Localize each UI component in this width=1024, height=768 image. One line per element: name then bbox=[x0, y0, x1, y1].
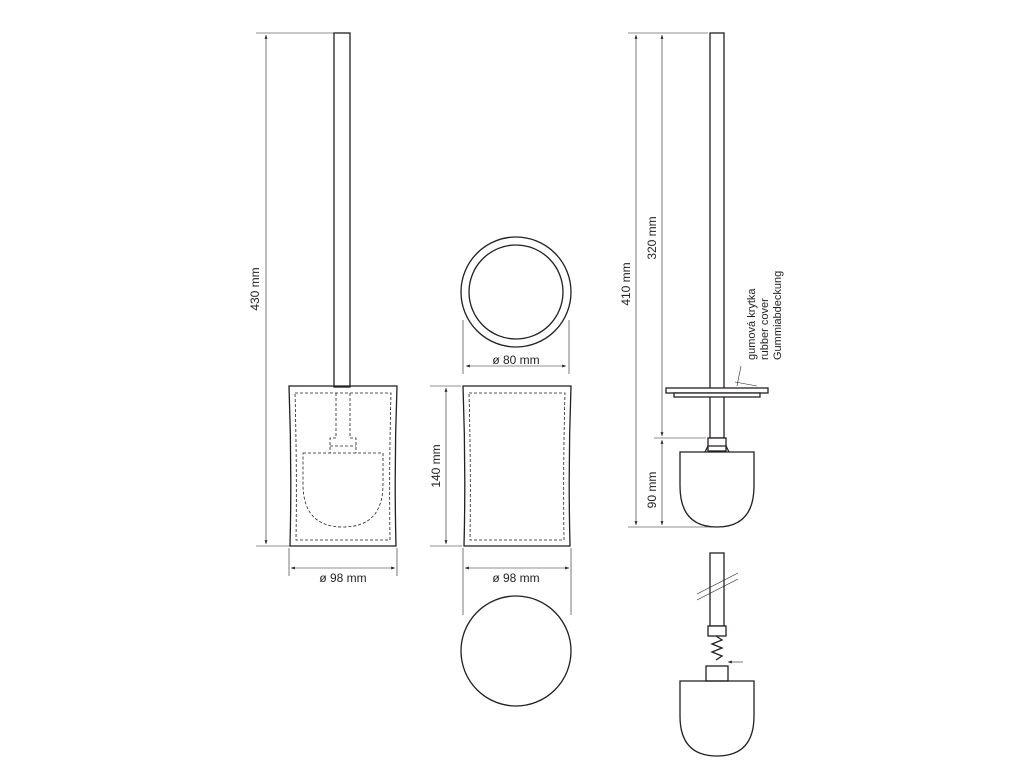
container-side-outline bbox=[462, 385, 572, 547]
detail-break-lines bbox=[696, 572, 739, 601]
brush-handle bbox=[709, 32, 725, 439]
container-height-label: 140 mm bbox=[429, 444, 443, 487]
brush-head-neck bbox=[704, 445, 730, 453]
container-top-outer-circle bbox=[460, 236, 572, 348]
front-width-label: ø 98 mm bbox=[319, 571, 366, 585]
top-diameter-label: ø 80 mm bbox=[492, 353, 539, 367]
rubber-cover-note-german: Gummiabdeckung bbox=[772, 271, 784, 360]
rubber-cover-note-czech: gumová krytka bbox=[746, 288, 758, 360]
detail-ferrule bbox=[707, 625, 727, 637]
front-container-outline bbox=[288, 385, 398, 547]
container-side-inner-wall bbox=[468, 392, 566, 541]
detail-brush-head bbox=[679, 680, 755, 757]
brush-view: 410 mm 320 mm 90 mm gumová krytka rubber… bbox=[619, 32, 784, 528]
bottom-diameter-label: ø 98 mm bbox=[492, 571, 539, 585]
exploded-detail bbox=[679, 552, 755, 757]
rubber-cover-top bbox=[665, 387, 769, 394]
front-view: 430 mm ø 98 mm bbox=[248, 32, 398, 585]
head-length-label: 90 mm bbox=[645, 472, 659, 509]
front-hidden-brush-head bbox=[302, 452, 384, 528]
container-bottom-circle bbox=[460, 595, 572, 707]
rubber-cover-leader-tip bbox=[736, 365, 742, 387]
brush-ferrule bbox=[707, 437, 727, 452]
container-top-inner-circle bbox=[468, 244, 564, 340]
front-container-inner-wall bbox=[294, 392, 392, 541]
detail-head-socket bbox=[705, 665, 729, 682]
total-length-label: 410 mm bbox=[619, 262, 633, 305]
front-hidden-brush-stem bbox=[329, 393, 357, 453]
handle-length-label: 320 mm bbox=[645, 216, 659, 259]
detail-screw-thread bbox=[710, 635, 724, 661]
front-height-label: 430 mm bbox=[248, 267, 262, 310]
brush-head bbox=[679, 451, 755, 528]
rubber-cover-note-english: rubber cover bbox=[759, 298, 771, 360]
rubber-cover-leader bbox=[734, 381, 758, 387]
rubber-cover-bottom bbox=[673, 392, 761, 398]
front-handle bbox=[333, 32, 351, 388]
container-views: ø 80 mm 140 mm ø 98 mm bbox=[429, 236, 572, 707]
